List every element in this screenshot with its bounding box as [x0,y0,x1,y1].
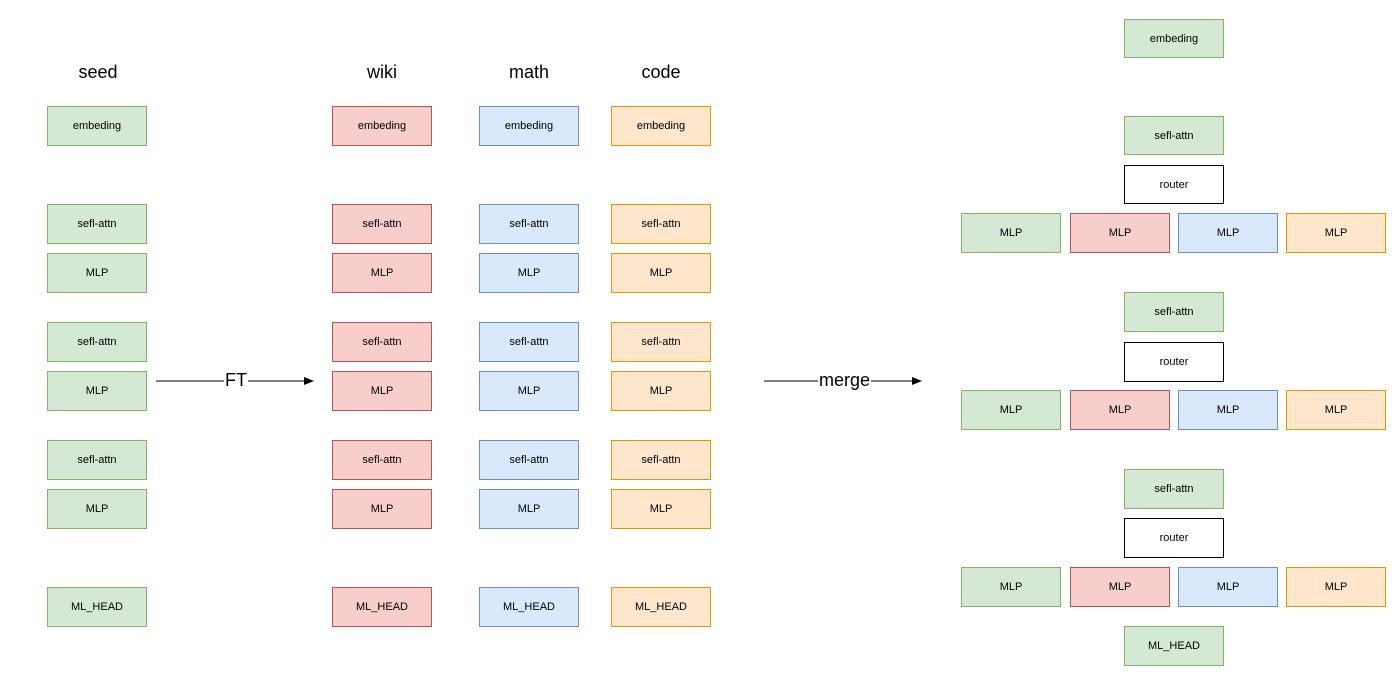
moe-expert-wiki-mlp: MLP [1070,213,1170,253]
math-self-attn-block: sefl-attn [479,440,579,480]
wiki-self-attn-block: sefl-attn [332,440,432,480]
moe-embedding-block: embeding [1124,19,1224,58]
wiki-self-attn-block: sefl-attn [332,322,432,362]
seed-mlp-block: MLP [47,371,147,411]
wiki-self-attn-block: sefl-attn [332,204,432,244]
moe-expert-code-mlp: MLP [1286,567,1386,607]
merge-arrow-label: merge [818,370,872,391]
moe-self-attn-block: sefl-attn [1124,116,1224,155]
wiki-mlp-block: MLP [332,371,432,411]
moe-expert-code-mlp: MLP [1286,213,1386,253]
seed-head-block: ML_HEAD [47,587,147,627]
moe-router-block: router [1124,165,1224,204]
ft-arrow-label: FT [224,370,248,391]
code-self-attn-block: sefl-attn [611,440,711,480]
math-mlp-block: MLP [479,371,579,411]
moe-expert-wiki-mlp: MLP [1070,390,1170,430]
code-self-attn-block: sefl-attn [611,322,711,362]
wiki-mlp-block: MLP [332,253,432,293]
math-head-block: ML_HEAD [479,587,579,627]
math-mlp-block: MLP [479,489,579,529]
moe-head-block: ML_HEAD [1124,626,1224,666]
moe-router-block: router [1124,518,1224,558]
moe-self-attn-block: sefl-attn [1124,292,1224,332]
seed-self-attn-block: sefl-attn [47,440,147,480]
seed-self-attn-block: sefl-attn [47,322,147,362]
math-column-header: math [508,62,550,82]
code-mlp-block: MLP [611,371,711,411]
math-self-attn-block: sefl-attn [479,322,579,362]
math-embedding-block: embeding [479,106,579,146]
seed-self-attn-block: sefl-attn [47,204,147,244]
seed-mlp-block: MLP [47,489,147,529]
code-mlp-block: MLP [611,489,711,529]
seed-column-header: seed [78,62,118,82]
moe-expert-seed-mlp: MLP [961,213,1061,253]
wiki-head-block: ML_HEAD [332,587,432,627]
code-head-block: ML_HEAD [611,587,711,627]
moe-expert-seed-mlp: MLP [961,390,1061,430]
code-column-header: code [641,62,681,82]
moe-router-block: router [1124,342,1224,382]
seed-embedding-block: embeding [47,106,147,146]
moe-expert-math-mlp: MLP [1178,567,1278,607]
moe-expert-code-mlp: MLP [1286,390,1386,430]
math-self-attn-block: sefl-attn [479,204,579,244]
moe-expert-math-mlp: MLP [1178,390,1278,430]
moe-self-attn-block: sefl-attn [1124,469,1224,509]
wiki-column-header: wiki [367,62,397,82]
code-mlp-block: MLP [611,253,711,293]
wiki-embedding-block: embeding [332,106,432,146]
moe-expert-wiki-mlp: MLP [1070,567,1170,607]
code-self-attn-block: sefl-attn [611,204,711,244]
moe-expert-seed-mlp: MLP [961,567,1061,607]
code-embedding-block: embeding [611,106,711,146]
seed-mlp-block: MLP [47,253,147,293]
wiki-mlp-block: MLP [332,489,432,529]
math-mlp-block: MLP [479,253,579,293]
moe-expert-math-mlp: MLP [1178,213,1278,253]
